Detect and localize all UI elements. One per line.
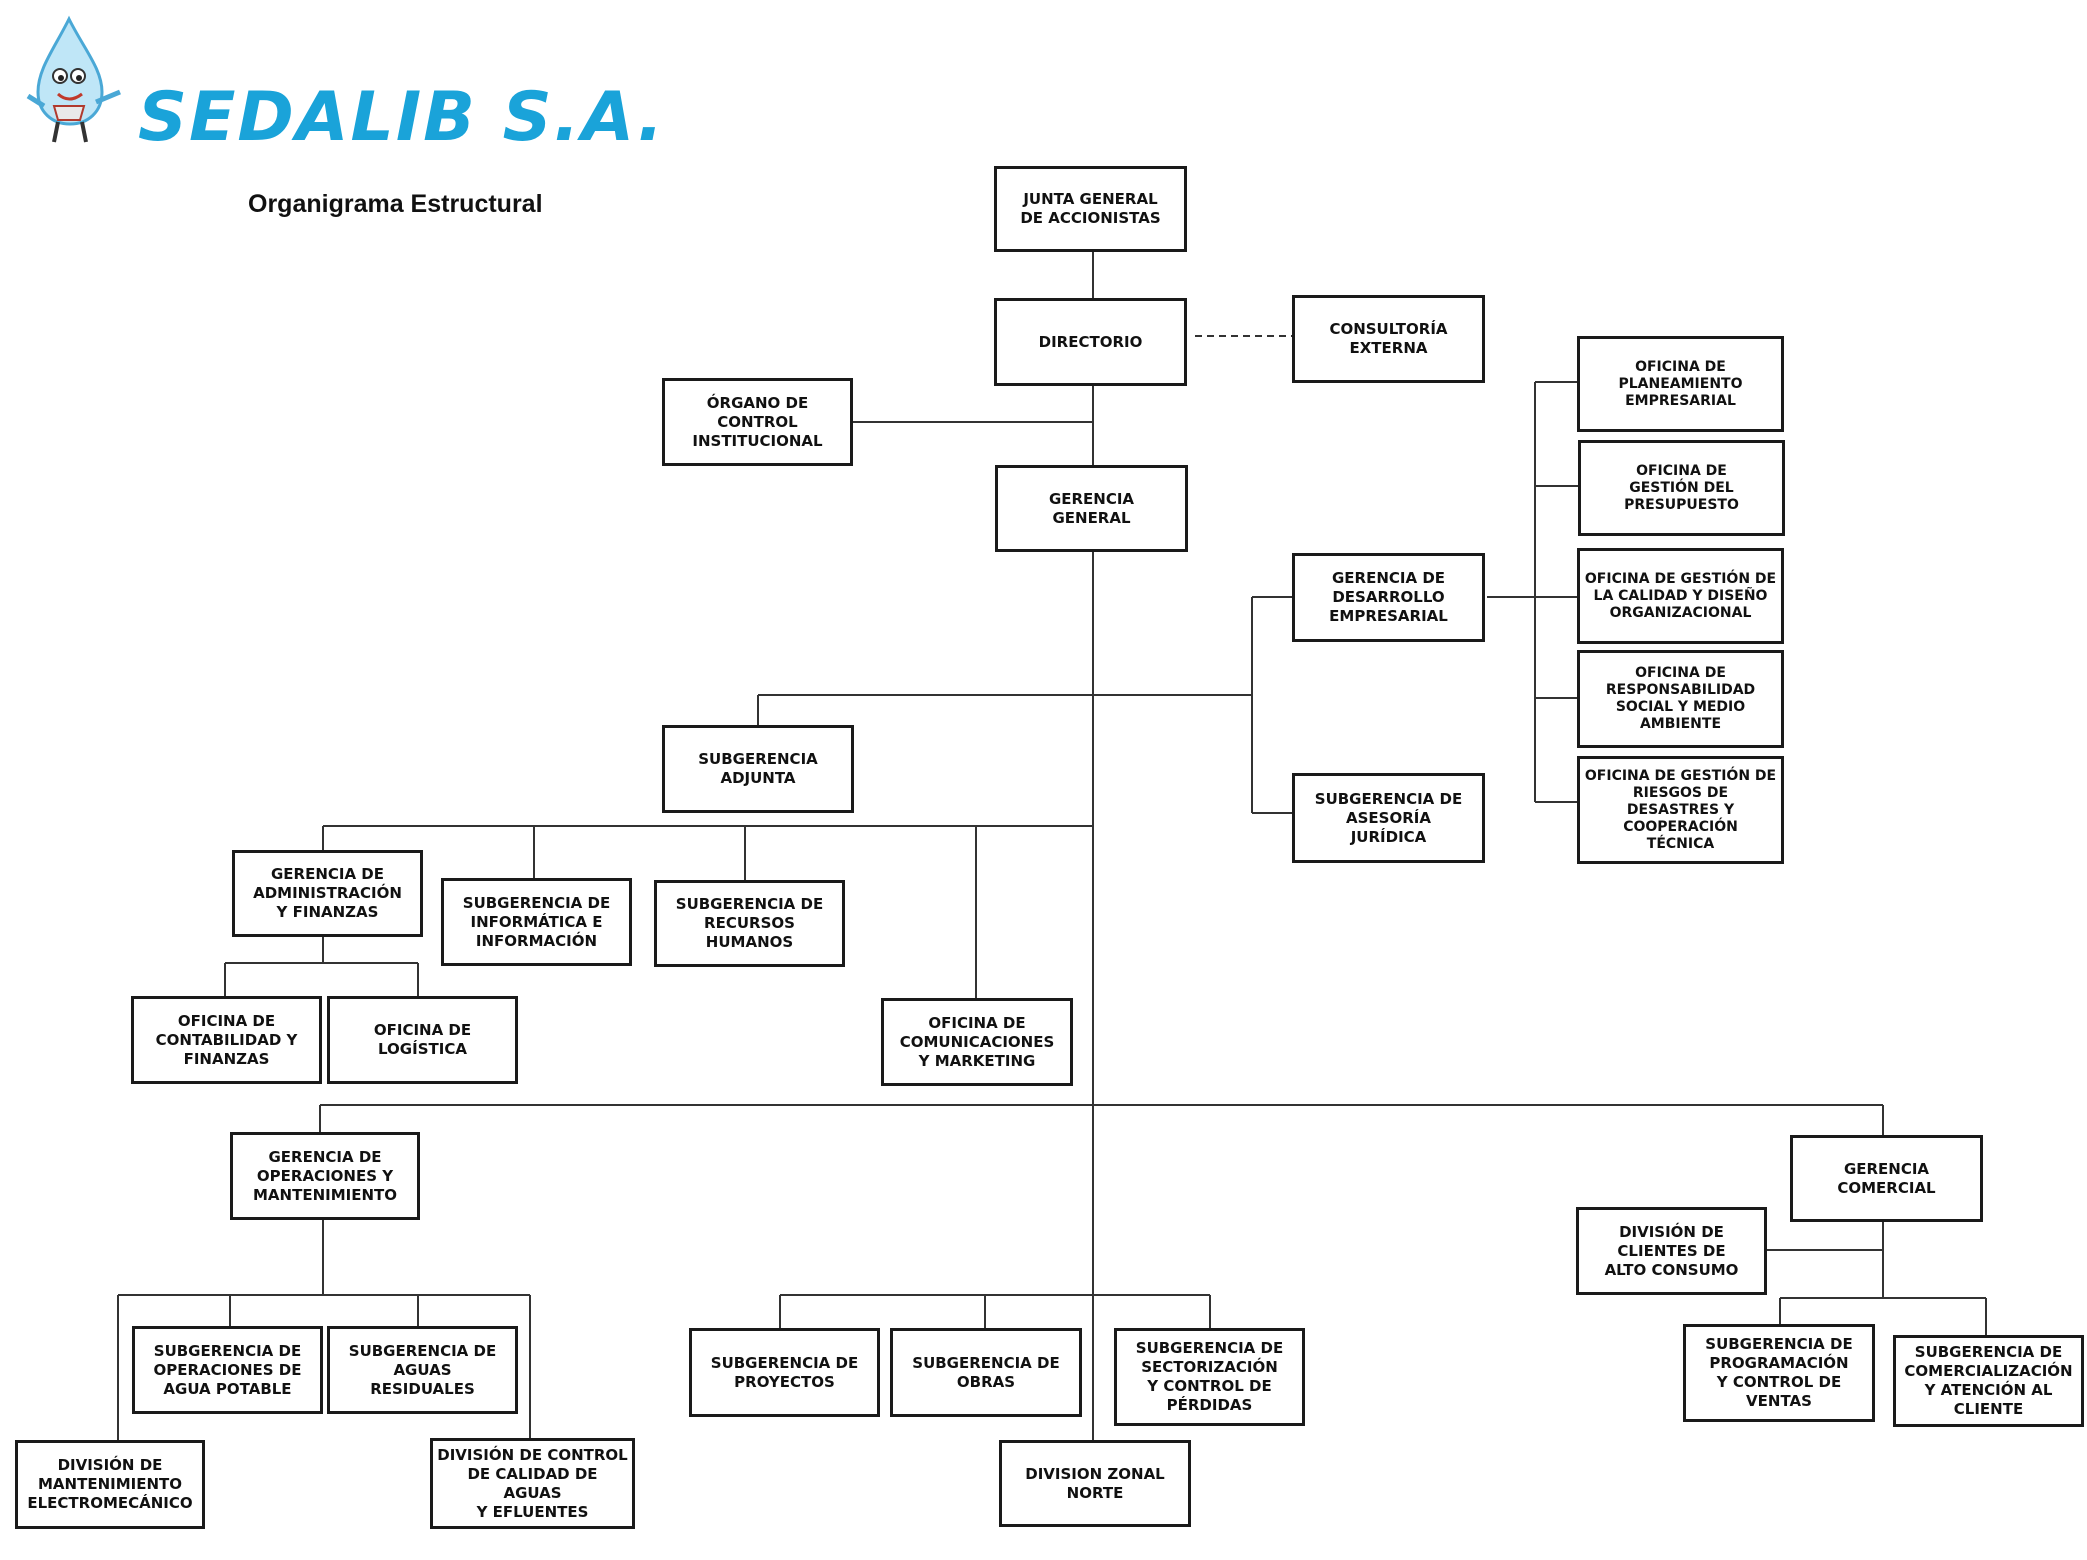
label-division-mantenimiento: DIVISIÓN DE MANTENIMIENTO ELECTROMECÁNIC… xyxy=(27,1456,193,1512)
box-division-mantenimiento: DIVISIÓN DE MANTENIMIENTO ELECTROMECÁNIC… xyxy=(15,1440,205,1529)
box-gerencia-general: GERENCIA GENERAL xyxy=(995,465,1188,552)
box-subgerencia-adjunta: SUBGERENCIA ADJUNTA xyxy=(662,725,854,813)
label-directorio: DIRECTORIO xyxy=(1038,332,1143,351)
label-division-control-calidad: DIVISIÓN DE CONTROL DE CALIDAD DE AGUAS … xyxy=(437,1445,628,1521)
label-junta-general: JUNTA GENERAL DE ACCIONISTAS xyxy=(1020,190,1161,227)
box-subgerencia-rrhh: SUBGERENCIA DE RECURSOS HUMANOS xyxy=(654,880,845,967)
box-oficina-presupuesto: OFICINA DE GESTIÓN DEL PRESUPUESTO xyxy=(1578,440,1785,536)
label-division-alto-consumo: DIVISIÓN DE CLIENTES DE ALTO CONSUMO xyxy=(1604,1222,1739,1279)
box-division-zonal-norte: DIVISION ZONAL NORTE xyxy=(999,1440,1191,1527)
label-oficina-contabilidad: OFICINA DE CONTABILIDAD Y FINANZAS xyxy=(155,1011,298,1068)
label-subgerencia-comercializacion: SUBGERENCIA DE COMERCIALIZACIÓN Y ATENCI… xyxy=(1904,1343,2073,1418)
box-subgerencia-comercializacion: SUBGERENCIA DE COMERCIALIZACIÓN Y ATENCI… xyxy=(1893,1335,2084,1427)
box-subgerencia-agua-potable: SUBGERENCIA DE OPERACIONES DE AGUA POTAB… xyxy=(132,1326,323,1414)
box-subgerencia-obras: SUBGERENCIA DE OBRAS xyxy=(890,1328,1082,1417)
box-oficina-riesgos: OFICINA DE GESTIÓN DE RIESGOS DE DESASTR… xyxy=(1577,756,1784,864)
label-gerencia-general: GERENCIA GENERAL xyxy=(1048,489,1135,527)
box-directorio: DIRECTORIO xyxy=(994,298,1187,386)
box-gerencia-administracion: GERENCIA DE ADMINISTRACIÓN Y FINANZAS xyxy=(232,850,423,937)
box-subgerencia-programacion: SUBGERENCIA DE PROGRAMACIÓN Y CONTROL DE… xyxy=(1683,1324,1875,1422)
box-subgerencia-sectorizacion: SUBGERENCIA DE SECTORIZACIÓN Y CONTROL D… xyxy=(1114,1328,1305,1426)
box-subgerencia-aguas-residuales: SUBGERENCIA DE AGUAS RESIDUALES xyxy=(327,1326,518,1414)
box-junta-general: JUNTA GENERAL DE ACCIONISTAS xyxy=(994,166,1187,252)
label-oficina-logistica: OFICINA DE LOGÍSTICA xyxy=(373,1021,472,1058)
box-division-alto-consumo: DIVISIÓN DE CLIENTES DE ALTO CONSUMO xyxy=(1576,1207,1767,1295)
label-oficina-responsabilidad: OFICINA DE RESPONSABILIDAD SOCIAL Y MEDI… xyxy=(1605,665,1756,732)
sedalib-logo: SEDALIB S.A. xyxy=(24,14,663,152)
box-division-control-calidad: DIVISIÓN DE CONTROL DE CALIDAD DE AGUAS … xyxy=(430,1438,635,1529)
label-oficina-riesgos: OFICINA DE GESTIÓN DE RIESGOS DE DESASTR… xyxy=(1584,767,1777,852)
label-oficina-presupuesto: OFICINA DE GESTIÓN DEL PRESUPUESTO xyxy=(1624,462,1739,513)
label-gerencia-operaciones: GERENCIA DE OPERACIONES Y MANTENIMIENTO xyxy=(253,1147,397,1204)
box-subgerencia-informatica: SUBGERENCIA DE INFORMÁTICA E INFORMACIÓN xyxy=(441,878,632,966)
label-division-zonal-norte: DIVISION ZONAL NORTE xyxy=(1025,1464,1165,1502)
label-oficina-planeamiento: OFICINA DE PLANEAMIENTO EMPRESARIAL xyxy=(1618,358,1743,409)
label-gerencia-desarrollo: GERENCIA DE DESARROLLO EMPRESARIAL xyxy=(1329,569,1448,625)
label-organo-control: ÓRGANO DE CONTROL INSTITUCIONAL xyxy=(692,393,823,450)
box-oficina-responsabilidad: OFICINA DE RESPONSABILIDAD SOCIAL Y MEDI… xyxy=(1577,650,1784,748)
label-subgerencia-adjunta: SUBGERENCIA ADJUNTA xyxy=(698,750,818,787)
box-oficina-logistica: OFICINA DE LOGÍSTICA xyxy=(327,996,518,1084)
water-drop-mascot-icon xyxy=(26,15,121,143)
label-gerencia-administracion: GERENCIA DE ADMINISTRACIÓN Y FINANZAS xyxy=(253,865,402,921)
label-subgerencia-juridica: SUBGERENCIA DE ASESORÍA JURÍDICA xyxy=(1314,789,1463,846)
box-gerencia-desarrollo: GERENCIA DE DESARROLLO EMPRESARIAL xyxy=(1292,553,1485,642)
label-subgerencia-rrhh: SUBGERENCIA DE RECURSOS HUMANOS xyxy=(675,895,824,951)
label-gerencia-comercial: GERENCIA COMERCIAL xyxy=(1837,1159,1936,1197)
label-subgerencia-programacion: SUBGERENCIA DE PROGRAMACIÓN Y CONTROL DE… xyxy=(1705,1335,1853,1410)
label-oficina-comunicaciones: OFICINA DE COMUNICACIONES Y MARKETING xyxy=(899,1013,1055,1070)
box-subgerencia-juridica: SUBGERENCIA DE ASESORÍA JURÍDICA xyxy=(1292,773,1485,863)
label-subgerencia-obras: SUBGERENCIA DE OBRAS xyxy=(912,1353,1060,1391)
label-consultoria-externa: CONSULTORÍA EXTERNA xyxy=(1329,320,1448,357)
box-gerencia-comercial: GERENCIA COMERCIAL xyxy=(1790,1135,1983,1222)
box-oficina-comunicaciones: OFICINA DE COMUNICACIONES Y MARKETING xyxy=(881,998,1073,1086)
label-subgerencia-aguas-residuales: SUBGERENCIA DE AGUAS RESIDUALES xyxy=(348,1341,497,1398)
box-subgerencia-proyectos: SUBGERENCIA DE PROYECTOS xyxy=(689,1328,880,1417)
box-consultoria-externa: CONSULTORÍA EXTERNA xyxy=(1292,295,1485,383)
label-subgerencia-proyectos: SUBGERENCIA DE PROYECTOS xyxy=(710,1353,859,1391)
box-organo-control: ÓRGANO DE CONTROL INSTITUCIONAL xyxy=(662,378,853,466)
logo-text: SEDALIB S.A. xyxy=(138,78,666,157)
page-title: Organigrama Estructural xyxy=(248,190,543,218)
box-oficina-planeamiento: OFICINA DE PLANEAMIENTO EMPRESARIAL xyxy=(1577,336,1784,432)
box-gerencia-operaciones: GERENCIA DE OPERACIONES Y MANTENIMIENTO xyxy=(230,1132,420,1220)
label-subgerencia-sectorizacion: SUBGERENCIA DE SECTORIZACIÓN Y CONTROL D… xyxy=(1135,1339,1284,1414)
label-subgerencia-agua-potable: SUBGERENCIA DE OPERACIONES DE AGUA POTAB… xyxy=(153,1341,302,1398)
label-subgerencia-informatica: SUBGERENCIA DE INFORMÁTICA E INFORMACIÓN xyxy=(462,893,611,950)
box-oficina-contabilidad: OFICINA DE CONTABILIDAD Y FINANZAS xyxy=(131,996,322,1084)
box-oficina-calidad: OFICINA DE GESTIÓN DE LA CALIDAD Y DISEÑ… xyxy=(1577,548,1784,644)
label-oficina-calidad: OFICINA DE GESTIÓN DE LA CALIDAD Y DISEÑ… xyxy=(1584,570,1777,621)
